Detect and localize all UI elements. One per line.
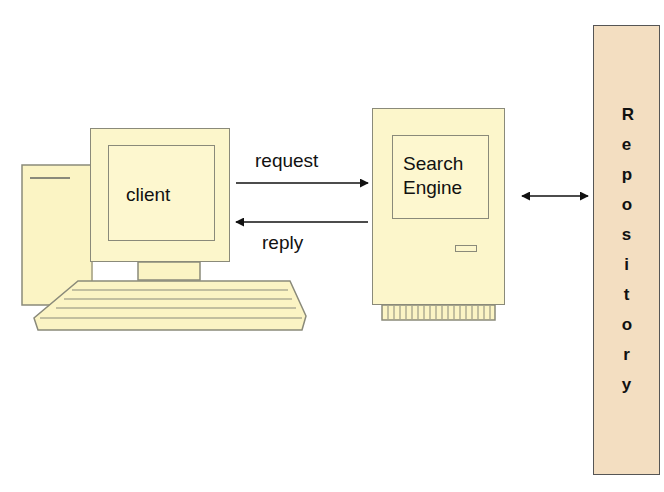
screen: Search Engine: [392, 135, 489, 219]
key-row: [64, 298, 292, 299]
key-row: [72, 289, 288, 290]
drive-slot: [30, 177, 70, 179]
node-label: Search Engine: [403, 152, 484, 200]
grille-slots: [388, 306, 490, 319]
arrow-connector: [236, 221, 368, 223]
screen: client: [108, 145, 215, 241]
key-row: [40, 317, 302, 318]
arrow-connector: [522, 195, 588, 197]
repository-band: Repository: [593, 25, 660, 475]
edge-label: reply: [262, 232, 303, 254]
edge-label: request: [255, 150, 318, 172]
keyboard: [34, 281, 306, 330]
node-label: client: [126, 183, 214, 207]
drive-slot: [455, 245, 477, 252]
client-monitor: client: [90, 128, 230, 262]
arrow-connector: [236, 182, 368, 184]
search-engine-server: Search Engine: [372, 108, 505, 305]
key-row: [56, 307, 296, 308]
monitor-stand: [138, 262, 200, 280]
vertical-label: Repository: [622, 100, 631, 400]
server-grille: [382, 305, 495, 320]
